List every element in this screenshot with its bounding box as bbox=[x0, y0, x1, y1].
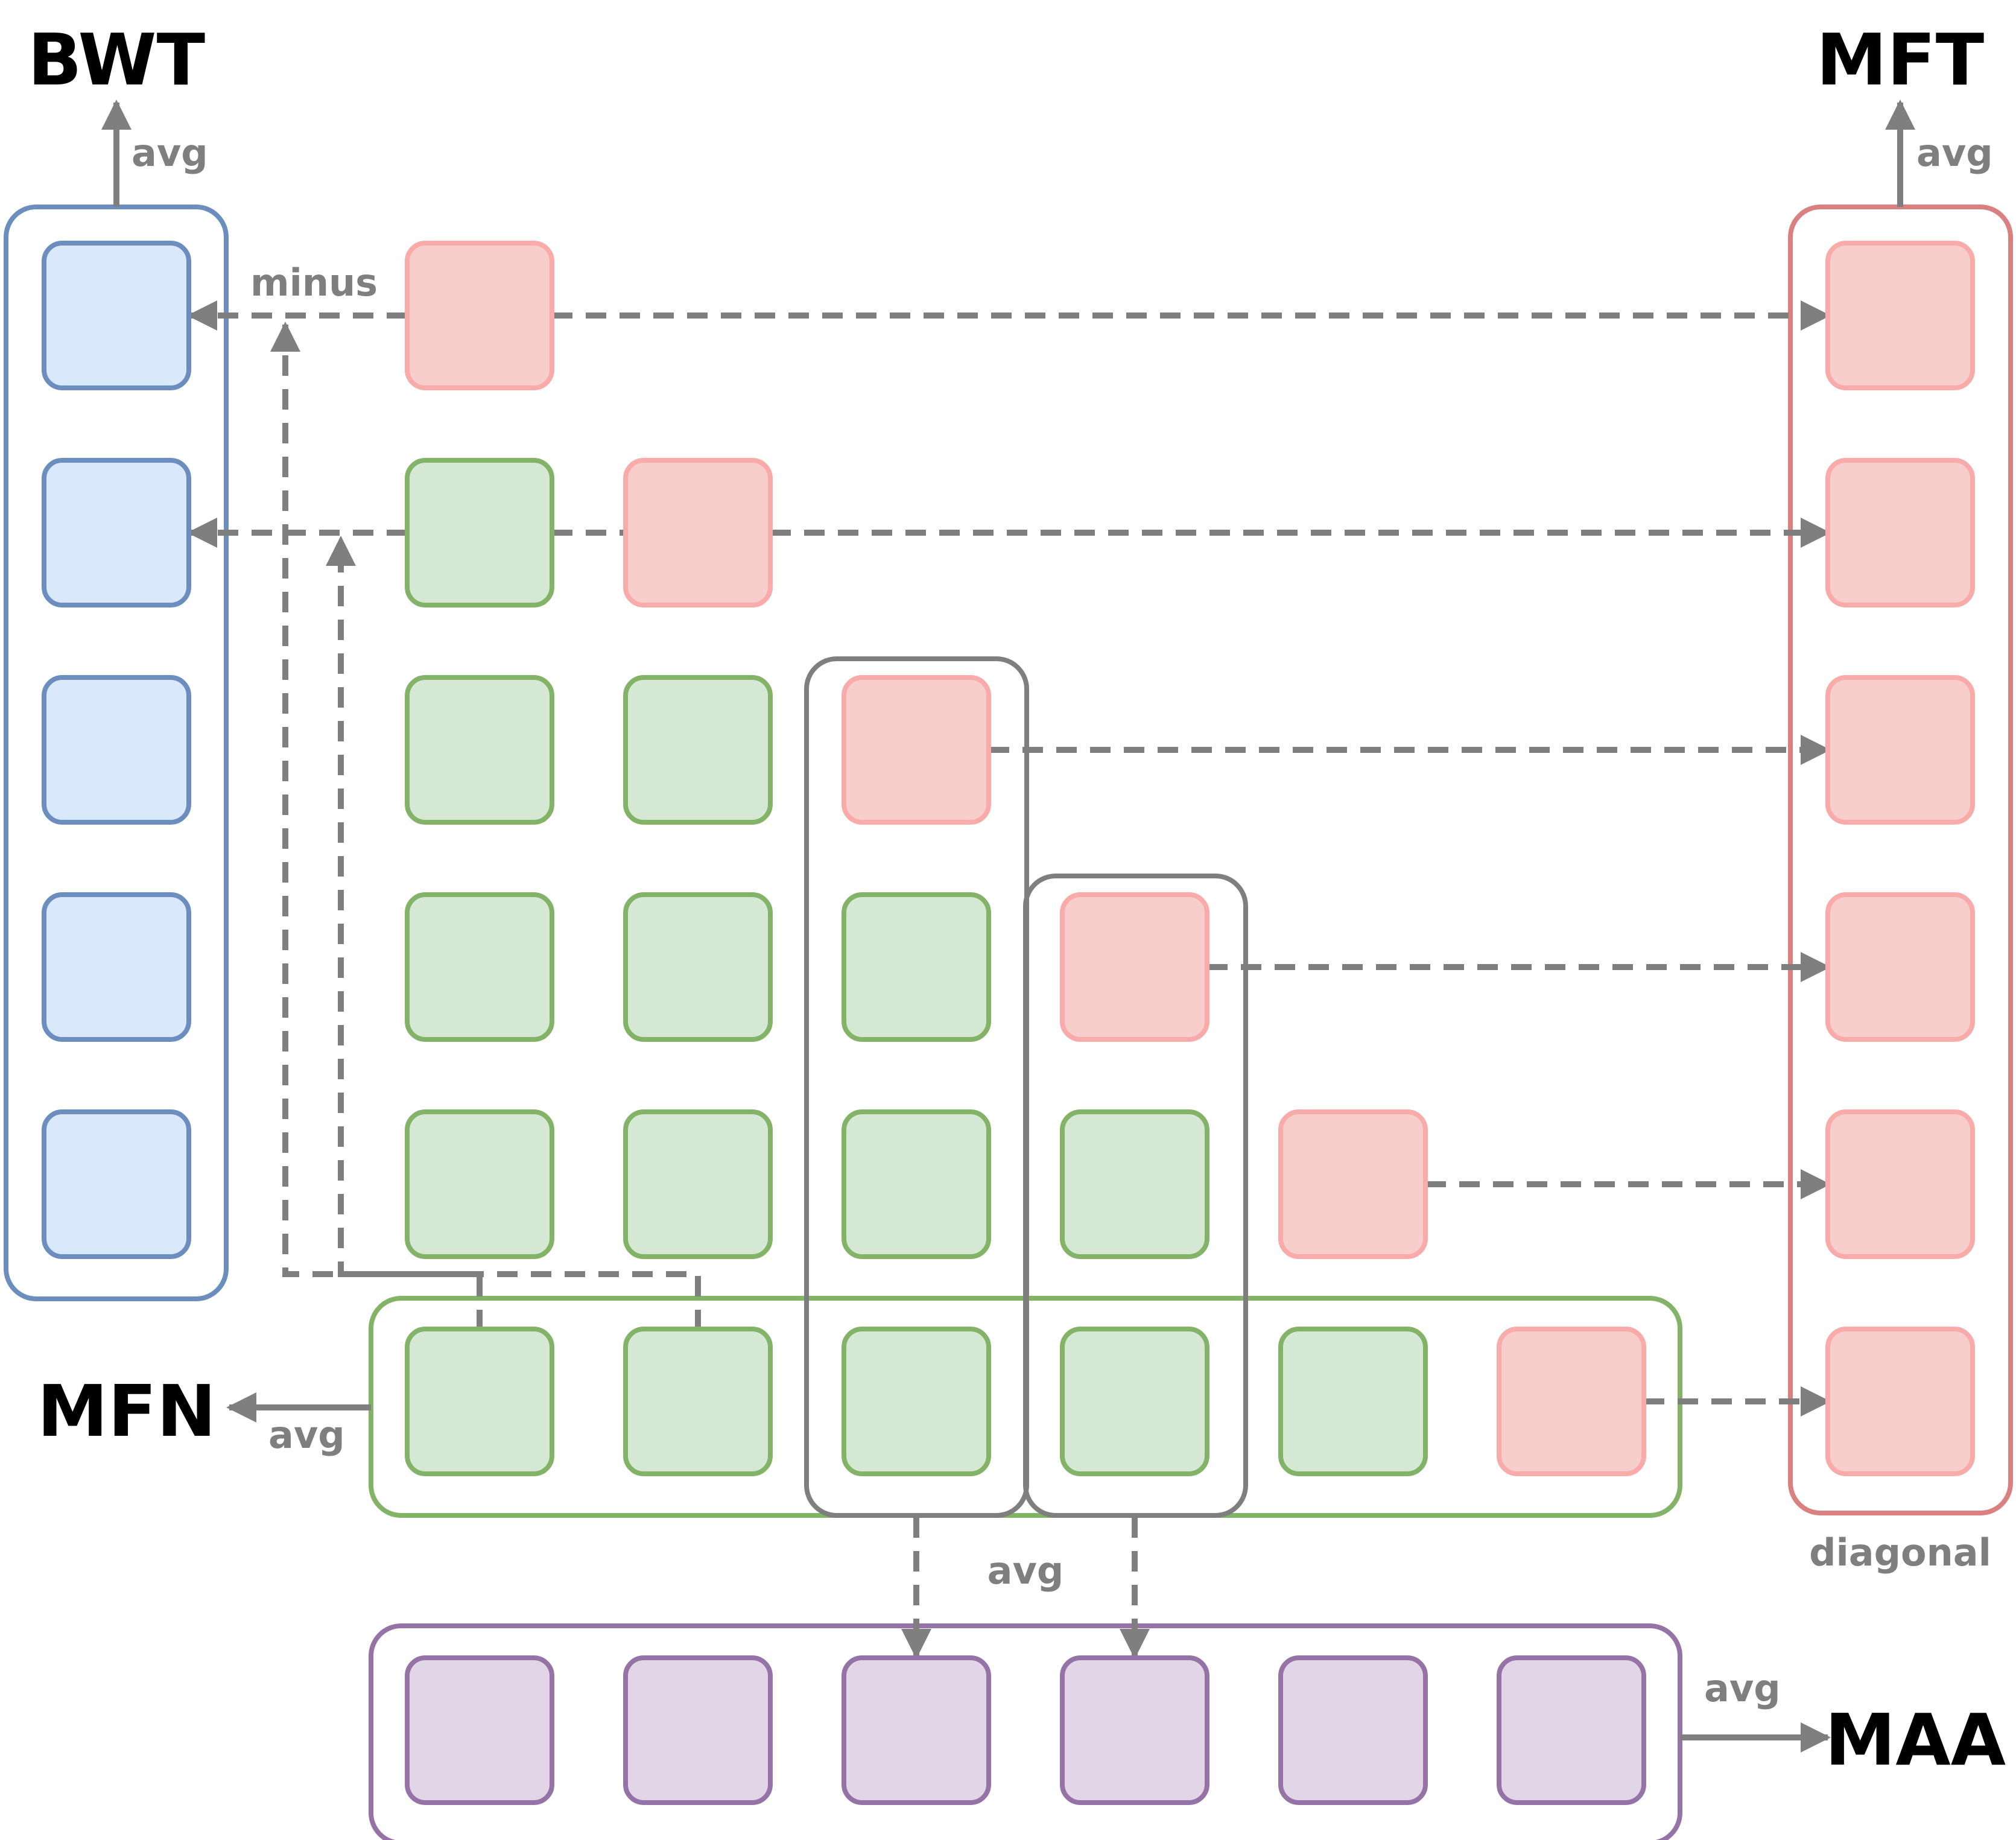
diagonal-label: diagonal bbox=[1809, 1531, 1991, 1575]
mft-cell bbox=[1825, 1109, 1975, 1259]
diagonal-cell bbox=[1060, 892, 1209, 1042]
mft-cell bbox=[1825, 892, 1975, 1042]
matrix-cell bbox=[842, 892, 991, 1042]
columns-avg-label: avg bbox=[987, 1549, 1064, 1593]
connectors bbox=[101, 100, 1915, 1753]
bwt-avg-label: avg bbox=[132, 131, 208, 175]
maa-cell bbox=[405, 1655, 554, 1805]
maa-row-frame bbox=[369, 1623, 1682, 1840]
mft-cell bbox=[1825, 241, 1975, 390]
column-group-frame-4 bbox=[1023, 874, 1248, 1518]
bwt-cell bbox=[42, 458, 191, 608]
matrix-cell bbox=[842, 1327, 991, 1476]
matrix-cell bbox=[623, 1327, 773, 1476]
diagonal-cell bbox=[623, 458, 773, 608]
mfn-title: MFN bbox=[37, 1369, 217, 1453]
group-frames bbox=[4, 205, 2013, 1840]
labels: BWT MFT MFN MAA avg avg avg avg avg minu… bbox=[28, 18, 2006, 1781]
maa-cell bbox=[1060, 1655, 1209, 1805]
matrix-cell bbox=[623, 1109, 773, 1259]
maa-cell bbox=[842, 1655, 991, 1805]
mft-column-frame bbox=[1788, 205, 2013, 1515]
bwt-title: BWT bbox=[28, 18, 205, 101]
bwt-cell bbox=[42, 675, 191, 825]
cells bbox=[42, 241, 1975, 1805]
diagonal-cell bbox=[1497, 1327, 1646, 1476]
matrix-cell bbox=[623, 892, 773, 1042]
bwt-cell bbox=[42, 241, 191, 390]
column-2-minus-path bbox=[326, 536, 701, 1330]
mft-cell bbox=[1825, 458, 1975, 608]
maa-title: MAA bbox=[1825, 1698, 2006, 1781]
maa-cell bbox=[1497, 1655, 1646, 1805]
matrix-cell bbox=[842, 1109, 991, 1259]
bwt-cell bbox=[42, 1109, 191, 1259]
matrix-cell bbox=[1060, 1109, 1209, 1259]
diagonal-cell bbox=[405, 241, 554, 390]
matrix-cell bbox=[405, 675, 554, 825]
matrix-cell bbox=[405, 458, 554, 608]
matrix-cell bbox=[1060, 1327, 1209, 1476]
matrix-cell bbox=[405, 1109, 554, 1259]
dashed-connectors bbox=[187, 300, 1831, 1659]
mft-avg-label: avg bbox=[1916, 131, 1993, 175]
minus-label: minus bbox=[250, 261, 378, 305]
matrix-cell bbox=[623, 675, 773, 825]
diagonal-cell bbox=[1278, 1109, 1428, 1259]
bwt-cell bbox=[42, 892, 191, 1042]
mft-title: MFT bbox=[1816, 18, 1985, 101]
mft-cell bbox=[1825, 1327, 1975, 1476]
matrix-cell bbox=[1278, 1327, 1428, 1476]
maa-cell bbox=[623, 1655, 773, 1805]
maa-avg-label: avg bbox=[1704, 1666, 1781, 1710]
matrix-cell bbox=[405, 892, 554, 1042]
diagonal-cell bbox=[842, 675, 991, 825]
matrix-cell bbox=[405, 1327, 554, 1476]
mft-cell bbox=[1825, 675, 1975, 825]
mfn-avg-label: avg bbox=[268, 1413, 345, 1457]
maa-cell bbox=[1278, 1655, 1428, 1805]
